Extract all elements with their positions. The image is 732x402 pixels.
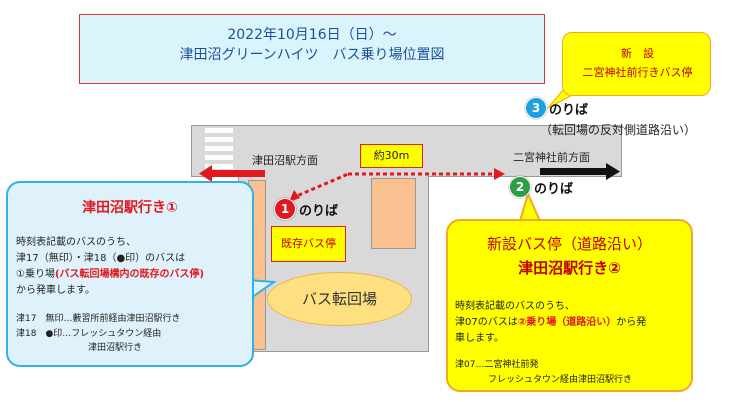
left-callout-p3b: (バス転回場構内の既存のバス停) bbox=[54, 269, 205, 280]
stop-3-note: （転回場の反対側道路沿い） bbox=[540, 123, 697, 137]
distance-box: 約30m bbox=[360, 144, 423, 168]
left-callout-p3: ①乗り場(バス転回場構内の既存のバス停) bbox=[16, 265, 204, 280]
tsudanuma-stop-2-callout: 新設バス停（道路沿い） 津田沼駅行き② 時刻表記載のバスのうち、 津07のバスは… bbox=[446, 219, 693, 392]
east-direction-label: 二宮神社前方面 bbox=[513, 151, 590, 164]
right-callout-heading-2: 津田沼駅行き② bbox=[518, 259, 621, 277]
left-callout-p2: 津17（無印）・津18（●印）のバスは bbox=[16, 253, 186, 264]
title-date: 2022年10月16日（日）～ bbox=[227, 27, 397, 43]
right-callout-p2c: から発 bbox=[616, 317, 647, 328]
left-callout-p3a: ①乗り場 bbox=[16, 269, 55, 280]
stop-2-marker: 2 bbox=[509, 176, 531, 198]
right-callout-p2a: 津07のバスは bbox=[455, 317, 518, 328]
new-stop-line2: 二宮神社前行きバス停 bbox=[582, 66, 693, 79]
left-callout-heading: 津田沼駅行き① bbox=[82, 200, 178, 216]
route-head bbox=[494, 168, 505, 180]
right-callout-heading-1: 新設バス停（道路沿い） bbox=[486, 235, 652, 253]
east-arrow bbox=[540, 168, 606, 175]
right-callout-pointer bbox=[518, 191, 542, 222]
right-callout-p3: 車します。 bbox=[455, 333, 504, 344]
stop-2-label: のりば bbox=[534, 182, 574, 197]
stop-3-marker: 3 bbox=[525, 97, 547, 119]
route-head-left bbox=[289, 190, 300, 202]
right-callout-p2b: ②乗り場（道路沿い） bbox=[517, 317, 617, 328]
right-callout-p2: 津07のバスは②乗り場（道路沿い）から発 bbox=[455, 313, 646, 328]
building-right bbox=[371, 178, 416, 249]
left-callout-note-3: 津田沼駅行き bbox=[88, 343, 143, 353]
tsudanuma-stop-1-callout: 津田沼駅行き① 時刻表記載のバスのうち、 津17（無印）・津18（●印）のバスは… bbox=[6, 181, 254, 367]
stop-1-label: のりば bbox=[299, 204, 339, 219]
right-callout-note-2: フレッシュタウン経由津田沼駅行き bbox=[488, 375, 633, 385]
new-stop-line1: 新 設 bbox=[621, 47, 654, 60]
left-callout-p1: 時刻表記載のバスのうち、 bbox=[16, 237, 136, 248]
east-arrow-head bbox=[606, 163, 620, 180]
existing-bus-stop: 既存バス停 bbox=[271, 226, 346, 262]
west-arrow bbox=[210, 170, 265, 177]
right-callout-note-1: 津07…二宮神社前発 bbox=[455, 360, 539, 370]
west-arrow-head bbox=[199, 165, 212, 182]
stop-3-label: のりば bbox=[549, 103, 589, 118]
left-callout-note-1: 津17 無印…藪習所前経由津田沼駅行き bbox=[16, 314, 181, 324]
route-line bbox=[291, 172, 349, 200]
title-name: 津田沼グリーンハイツ バス乗り場位置図 bbox=[179, 47, 445, 63]
stop-1-marker: 1 bbox=[274, 198, 296, 220]
right-callout-p1: 時刻表記載のバスのうち、 bbox=[455, 301, 575, 312]
new-stop-callout: 新 設 二宮神社前行きバス停 bbox=[562, 32, 711, 96]
west-direction-label: 津田沼駅方面 bbox=[252, 154, 318, 167]
bus-turnaround: バス転回場 bbox=[267, 272, 412, 326]
left-callout-p4: から発車します。 bbox=[16, 285, 95, 296]
left-callout-note-2: 津18 ●印…フレッシュタウン経由 bbox=[16, 329, 162, 339]
title-box: 2022年10月16日（日）～ 津田沼グリーンハイツ バス乗り場位置図 bbox=[79, 14, 545, 84]
